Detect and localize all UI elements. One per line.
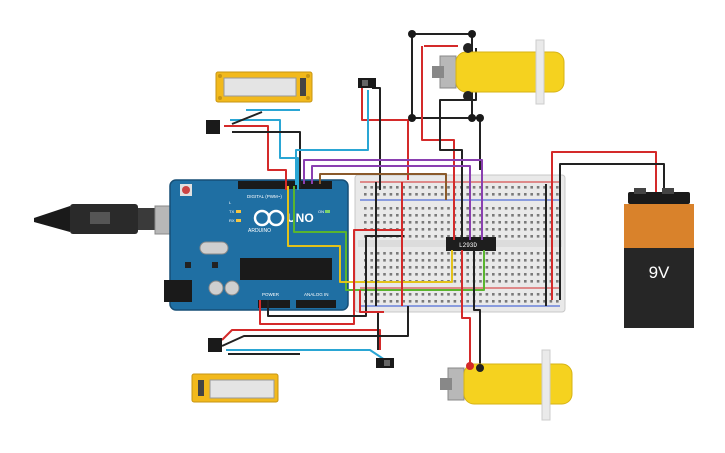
board-brand: ARDUINO xyxy=(248,228,271,234)
crystal xyxy=(199,241,229,255)
motor-axle xyxy=(541,349,551,421)
lcd-header xyxy=(300,78,306,96)
motor-shaft xyxy=(432,66,444,78)
tx-led xyxy=(236,210,241,213)
battery-9v[interactable]: 9V xyxy=(624,188,694,328)
connector-top[interactable] xyxy=(206,120,220,134)
motor-terminal xyxy=(466,362,474,370)
wires xyxy=(221,33,665,366)
power-jack[interactable] xyxy=(164,280,192,302)
battery-terminal xyxy=(662,188,674,194)
arduino-uno-board[interactable]: UNO ARDUINO DIGITAL (PWM~) TX RX L ON PO… xyxy=(164,179,349,311)
battery-label: 9V xyxy=(649,263,670,282)
board-model: UNO xyxy=(287,211,314,225)
motor-terminal xyxy=(463,91,473,101)
motor-terminal xyxy=(463,43,473,53)
motor-axle xyxy=(535,39,545,105)
capacitor xyxy=(208,280,224,296)
wire-junctions xyxy=(408,30,484,122)
slide-switch-bottom[interactable] xyxy=(376,358,394,368)
rx-led xyxy=(236,219,241,222)
l-led-label: L xyxy=(229,200,232,205)
dc-motor-bottom[interactable] xyxy=(440,349,573,421)
usb-cable[interactable] xyxy=(34,204,184,235)
motor-terminal xyxy=(476,364,484,372)
power-header xyxy=(258,300,290,308)
analog-label: ANALOG IN xyxy=(304,292,329,297)
power-label: POWER xyxy=(262,292,280,297)
l293d-chip[interactable]: L293D xyxy=(446,237,496,251)
digital-label: DIGITAL (PWM~) xyxy=(247,194,282,199)
motor-shaft xyxy=(440,378,452,390)
rx-label: RX xyxy=(229,218,235,223)
lcd-header xyxy=(198,380,204,396)
analog-header xyxy=(296,300,336,308)
smd-part xyxy=(185,262,191,268)
on-led-label: ON xyxy=(318,209,324,214)
lcd-module-top[interactable] xyxy=(215,71,313,103)
chip-label: L293D xyxy=(459,242,477,249)
connector-bottom[interactable] xyxy=(208,338,222,352)
atmega-chip xyxy=(240,258,332,280)
reset-button-cap xyxy=(182,186,190,194)
smd-part xyxy=(212,262,218,268)
battery-terminals xyxy=(628,192,690,204)
on-led xyxy=(325,210,330,213)
tx-label: TX xyxy=(229,209,234,214)
slide-switch-top[interactable] xyxy=(358,78,376,88)
capacitor xyxy=(224,280,240,296)
lcd-module-bottom[interactable] xyxy=(191,373,279,403)
arduino-logo-icon xyxy=(253,209,285,227)
dc-motor-top[interactable] xyxy=(432,39,565,105)
usb-icon xyxy=(90,212,110,224)
battery-terminal xyxy=(634,188,646,194)
lcd-screen xyxy=(209,379,275,399)
lcd-screen xyxy=(223,77,297,97)
